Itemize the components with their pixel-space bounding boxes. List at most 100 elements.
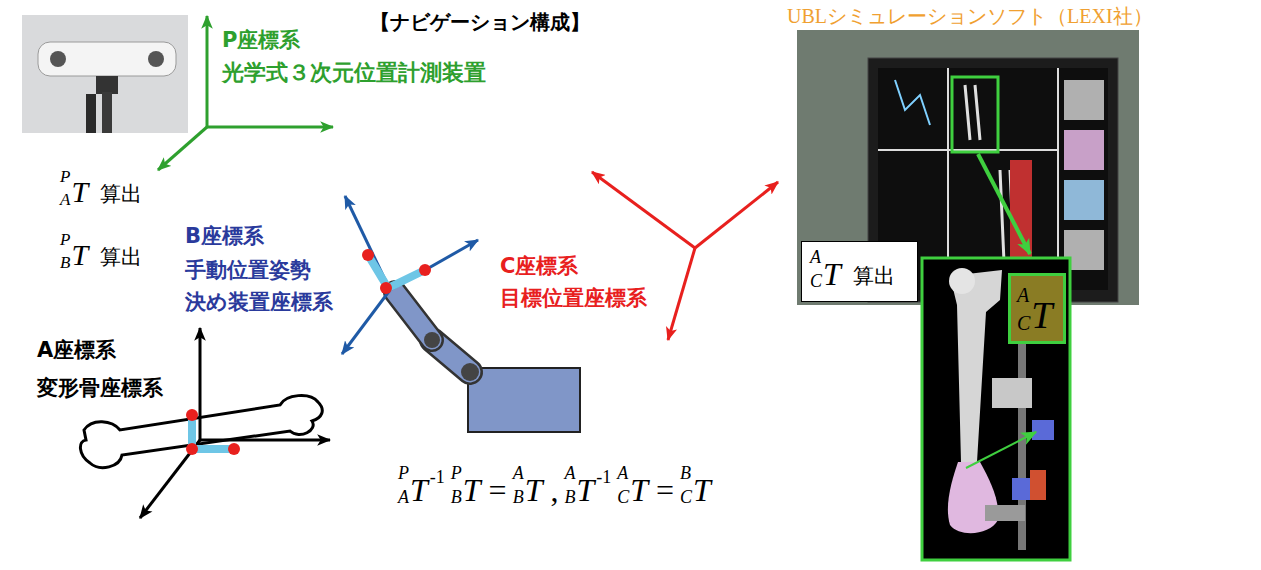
formula-symbol: C [617,488,629,506]
screen-panel [1064,80,1104,120]
formula-symbol: 算出 [100,247,142,268]
formula-symbol: T [1031,296,1052,334]
formula-symbol: B [451,488,462,506]
formula-symbol: 算出 [100,184,142,205]
frame-name: C座標系 [500,256,578,277]
formula-symbol: B [60,254,70,271]
formula-symbol: A [617,464,628,482]
highlight-frame [952,77,998,152]
marker-dot [228,443,240,455]
formula-symbol: P [451,464,462,482]
fixator-clamp [992,378,1032,408]
frame-description: 決め装置座標系 [185,292,333,313]
formula-symbol: = [489,474,507,506]
marker-dot [380,282,392,294]
formula-symbol: A [60,191,70,208]
femur-shaft [950,270,1002,462]
formula-symbol: C [1017,313,1030,333]
arm-joint [424,332,440,348]
screen-panel [1064,130,1104,170]
formula-symbol: , [550,474,558,506]
transform-box: ACT [1008,273,1066,344]
a-axes [140,328,330,518]
frame-name: A座標系 [37,340,116,361]
axis [207,126,333,129]
frame-description: 変形骨座標系 [37,378,163,399]
axis [200,439,330,442]
formula-symbol: T [525,474,543,506]
formula-symbol: C [810,272,822,290]
formula-symbol: B [513,488,524,506]
marker-dot [186,443,198,455]
a-marker [186,409,240,455]
formula-symbol: P [60,231,70,248]
arm-joint [461,363,479,381]
formula-symbol: P [60,168,70,185]
b-marker [362,249,431,294]
formula-symbol: T [576,474,594,506]
formula-symbol: -1 [596,468,611,486]
marker-frame [368,255,425,288]
formula-symbol: 算出 [853,266,895,287]
camera-lens [148,51,164,67]
diagram-title: 【ナビゲーション構成】 [370,12,590,32]
formula-symbol: = [656,474,674,506]
device-base [468,368,580,432]
b-axes [342,196,478,354]
c-axes [592,172,778,340]
axis [206,16,209,127]
photo-ground [22,15,188,133]
screenshot-frame [922,258,1070,560]
camera-stand [102,92,112,133]
marker-dot [362,249,374,261]
formula-symbol: A [810,248,821,266]
result-box: ACT 算出 [801,241,918,302]
positioning-device [395,292,580,432]
formula-symbol: C [680,488,692,506]
formula-symbol: T [71,177,88,207]
formula-symbol: P [398,464,409,482]
p-axes [158,16,333,170]
formula-symbol: T [693,474,711,506]
frame-description: 光学式３次元位置計測装置 [222,62,486,84]
femur-head [949,268,975,294]
fixator-clamp [985,505,1025,521]
axis [342,290,390,354]
formula-symbol: B [680,464,691,482]
femur-screenshot [922,258,1070,560]
axis [695,182,778,248]
formula-symbol: A [513,464,524,482]
software-name: UBLシミュレーションソフト（LEXI社） [787,6,1153,26]
target-arrow [966,432,1036,468]
axis [668,248,695,340]
formula-symbol: T [823,258,841,290]
formula-symbol: T [410,474,428,506]
screen-figure [965,85,980,140]
axis [140,440,200,518]
fixator-block [1030,470,1046,500]
frame-name: B座標系 [185,226,264,247]
camera-lens [50,51,66,67]
formula-symbol: A [564,464,575,482]
formula-symbol: B [564,488,575,506]
formula-symbol: T [463,474,481,506]
screen-figure [895,80,930,125]
camera-mount [96,76,118,94]
screen-panel [1064,180,1104,220]
formula-symbol: T [630,474,648,506]
marker-dot [186,409,198,421]
axis [199,328,202,440]
formula-symbol: -1 [430,468,445,486]
marker-frame [192,415,234,449]
camera-photo [22,15,188,133]
distal-bone [948,462,998,533]
marker-dot [419,264,431,276]
zoom-arrow [978,154,1030,254]
frame-name: P座標系 [222,30,300,51]
camera-stand [86,94,96,133]
fixator-block [1032,420,1054,440]
camera-bar [38,42,176,76]
axis [592,172,695,248]
formula-symbol: T [71,240,88,270]
formula-symbol: A [1017,285,1029,305]
